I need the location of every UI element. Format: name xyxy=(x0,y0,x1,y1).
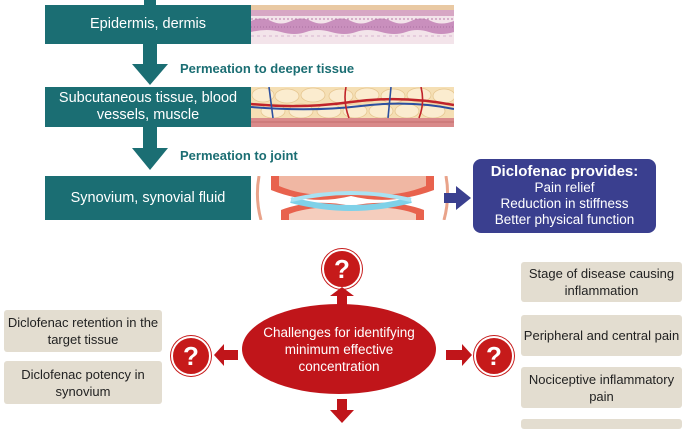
provides-item-stiffness: Reduction in stiffness xyxy=(500,196,629,211)
challenges-center-text: Challenges for identifying minimum effec… xyxy=(263,324,415,374)
provides-item-function: Better physical function xyxy=(494,212,635,227)
layer-synovium-text: Synovium, synovial fluid xyxy=(70,189,226,206)
layer-synovium-label: Synovium, synovial fluid xyxy=(45,176,251,220)
tissue-illustration xyxy=(251,87,454,127)
challenges-ellipse: Challenges for identifying minimum effec… xyxy=(242,304,436,394)
right-item-peripheral-text: Peripheral and central pain xyxy=(523,328,680,343)
flow-arrow-1 xyxy=(132,44,168,85)
right-item-nociceptive: Nociceptive inflammatory pain xyxy=(521,367,682,408)
left-item-potency-text: Diclofenac potency in synovium xyxy=(21,366,145,399)
left-item-retention-text: Diclofenac retention in the target tissu… xyxy=(7,315,159,347)
left-item-retention: Diclofenac retention in the target tissu… xyxy=(4,310,162,352)
question-right-icon: ? xyxy=(474,336,514,376)
arrow-up-icon xyxy=(330,287,354,307)
layer-epidermis-text: Epidermis, dermis xyxy=(89,16,207,32)
diclofenac-provides-box: Diclofenac provides: Pain relief Reducti… xyxy=(473,159,656,233)
right-item-partial xyxy=(521,419,682,429)
layer-subcutaneous-text: Subcutaneous tissue, blood vessels, musc… xyxy=(58,90,238,123)
flow-arrow-2 xyxy=(132,127,168,170)
right-item-peripheral: Peripheral and central pain xyxy=(521,315,682,356)
top-arrow-stub xyxy=(144,0,156,6)
permeation-joint-label: Permeation to joint xyxy=(180,148,298,163)
arrow-right-icon xyxy=(446,344,472,366)
layer-epidermis-label: Epidermis, dermis xyxy=(45,5,251,44)
question-left-icon: ? xyxy=(171,336,211,376)
right-item-stage-text: Stage of disease causing inflammation xyxy=(528,266,675,298)
arrow-left-icon xyxy=(214,344,238,366)
right-item-nociceptive-text: Nociceptive inflammatory pain xyxy=(528,371,675,404)
arrow-down-icon xyxy=(330,399,354,423)
right-item-stage: Stage of disease causing inflammation xyxy=(521,262,682,302)
provides-item-pain-relief: Pain relief xyxy=(534,180,595,195)
provides-title: Diclofenac provides: xyxy=(490,163,639,180)
joint-illustration xyxy=(251,176,454,220)
left-item-potency: Diclofenac potency in synovium xyxy=(4,361,162,404)
permeation-deeper-label: Permeation to deeper tissue xyxy=(180,61,355,76)
layer-subcutaneous-label: Subcutaneous tissue, blood vessels, musc… xyxy=(45,87,251,127)
question-top-icon: ? xyxy=(322,249,362,289)
provides-arrow xyxy=(444,186,471,210)
skin-illustration xyxy=(251,5,454,44)
